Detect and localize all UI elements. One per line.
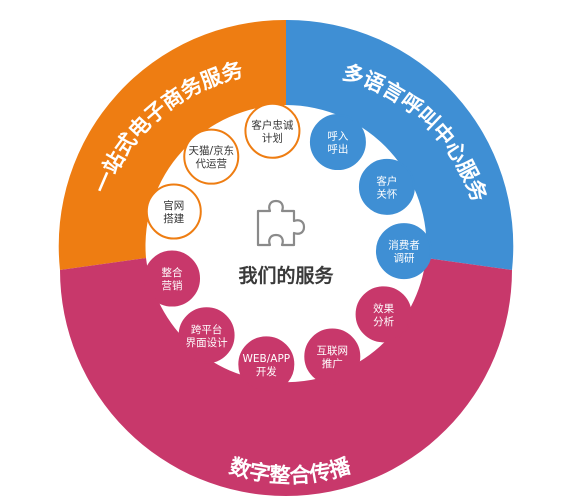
service-node-label: 消费者 <box>388 239 420 252</box>
puzzle-piece-icon <box>256 199 306 247</box>
service-node-circle <box>244 102 301 159</box>
service-node-label: 分析 <box>373 315 394 328</box>
service-node-circle <box>309 114 366 171</box>
service-node-circle <box>304 328 361 385</box>
service-node-label: 客户 <box>376 174 397 187</box>
service-nodes: 官网搭建天猫/京东代运营客户忠诚计划呼入呼出客户关怀消费者调研效果分析互联网推广… <box>144 102 432 393</box>
service-node-label: 计划 <box>262 131 283 144</box>
service-node-label: 调研 <box>393 253 414 265</box>
service-node-circle <box>178 307 235 364</box>
service-node-label: 搭建 <box>163 212 184 225</box>
center-title: 我们的服务 <box>238 264 334 287</box>
service-node-circle <box>183 128 240 185</box>
service-node-label: 呼出 <box>327 143 348 156</box>
service-node-label: 推广 <box>322 357 343 370</box>
segment-callcenter <box>286 19 514 271</box>
service-node-circle <box>358 158 415 215</box>
service-node-label: 界面设计 <box>186 336 228 349</box>
outer-ring <box>58 19 514 496</box>
service-node-label: 客户忠诚 <box>251 118 293 131</box>
service-node-label: 官网 <box>163 199 184 212</box>
service-node-label: 整合 <box>162 266 183 279</box>
service-node-label: 开发 <box>256 365 277 378</box>
service-node-label: 跨平台 <box>191 323 223 336</box>
service-node-label: 关怀 <box>376 187 397 200</box>
segment-digital <box>60 258 512 496</box>
service-node-circle <box>144 250 201 307</box>
service-node-label: 互联网 <box>317 345 349 357</box>
service-node-circle <box>145 183 202 240</box>
segment-ecommerce <box>58 19 286 270</box>
service-node-label: WEB/APP <box>243 353 291 365</box>
service-node-circle <box>375 223 432 280</box>
service-node-circle <box>238 336 295 393</box>
service-node-label: 营销 <box>162 279 183 292</box>
service-node-label: 呼入 <box>327 131 348 143</box>
service-node-circle <box>355 286 412 343</box>
service-node-label: 代运营 <box>196 157 228 170</box>
service-node-label: 天猫/京东 <box>188 144 234 157</box>
service-node-label: 效果 <box>373 302 394 315</box>
